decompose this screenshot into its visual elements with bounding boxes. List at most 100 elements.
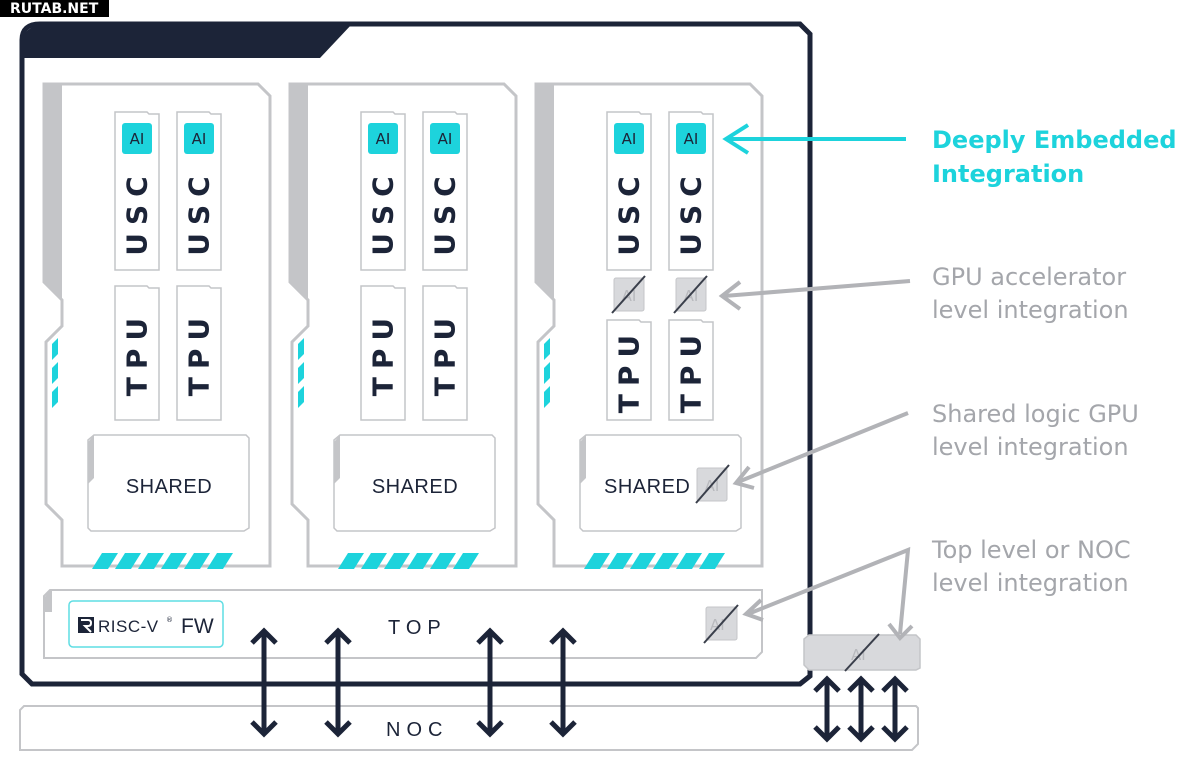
usc-label: USC xyxy=(367,168,400,255)
ai-core-enabled: AI xyxy=(184,123,214,154)
usc-label: USC xyxy=(675,168,708,255)
bidirectional-arrow-icon xyxy=(324,627,352,738)
annotation-gpu-accelerator: GPU accelerator level integration xyxy=(932,263,1129,324)
riscv-fw-box: RISC-V ® FW xyxy=(68,600,224,648)
tpu-block: TPU xyxy=(422,285,468,421)
shared-block: SHARED xyxy=(87,434,250,532)
cluster-stripe xyxy=(676,553,702,569)
riscv-registered-mark: ® xyxy=(166,616,173,624)
svg-text:AI: AI xyxy=(710,616,725,634)
cluster-stripe xyxy=(207,553,233,569)
tpu-block: TPU xyxy=(114,285,160,421)
shared-block: SHARED xyxy=(333,434,496,532)
usc-block: AI USC xyxy=(668,111,714,271)
cluster-stripe xyxy=(699,553,725,569)
usc-block: AI USC xyxy=(114,111,160,271)
annotation-shared-logic: Shared logic GPU level integration xyxy=(932,400,1139,461)
cluster-stripe xyxy=(544,338,550,360)
ai-accelerator-disabled: AI xyxy=(673,275,708,314)
fw-label: FW xyxy=(181,615,214,638)
top-bar: TOP RISC-V ® FW AI xyxy=(43,589,763,659)
usc-label: USC xyxy=(121,168,154,255)
tpu-label: TPU xyxy=(613,327,646,413)
riscv-text: RISC-V xyxy=(98,617,159,636)
ai-core-enabled: AI xyxy=(430,123,460,154)
cluster-stripe xyxy=(92,553,118,569)
shared-label: SHARED xyxy=(126,476,212,498)
noc-ai-disabled: AI xyxy=(803,633,921,672)
svg-text:AI: AI xyxy=(376,130,391,148)
cluster-stripe xyxy=(430,553,456,569)
bidirectional-arrow-icon xyxy=(476,627,504,738)
svg-text:AI: AI xyxy=(684,130,699,148)
arrow-gpu-accelerator xyxy=(718,279,911,311)
tpu-label: TPU xyxy=(183,310,216,396)
gpu-frame xyxy=(19,21,813,687)
top-ai-disabled: AI xyxy=(703,604,739,644)
cluster-stripe xyxy=(138,553,164,569)
annotation-arrows xyxy=(718,123,914,642)
tpu-block: TPU xyxy=(668,319,714,421)
shared-label: SHARED xyxy=(604,476,690,498)
svg-text:level integration: level integration xyxy=(932,296,1129,324)
cluster-stripe xyxy=(52,362,58,384)
usc-label: USC xyxy=(613,168,646,255)
bidirectional-arrow-icon xyxy=(847,675,875,743)
svg-text:AI: AI xyxy=(438,130,453,148)
arrow-deeply-embedded xyxy=(722,123,906,155)
riscv-logo-icon xyxy=(78,617,94,633)
tpu-block: TPU xyxy=(176,285,222,421)
ai-accelerator-disabled: AI xyxy=(611,275,646,314)
svg-text:AI: AI xyxy=(192,130,207,148)
cluster-stripe xyxy=(584,553,610,569)
cluster-stripe xyxy=(653,553,679,569)
usc-block: AI USC xyxy=(176,111,222,271)
svg-text:AI: AI xyxy=(684,287,699,305)
cluster-stripe xyxy=(298,386,304,408)
shader-cluster-1: AI USC AI USC TPU TPU SHARED xyxy=(42,82,272,569)
bidirectional-arrow-icon xyxy=(549,627,577,738)
watermark-text: RUTAB.NET xyxy=(10,1,99,17)
svg-text:Integration: Integration xyxy=(932,160,1084,188)
cluster-stripe xyxy=(161,553,187,569)
cluster-stripe xyxy=(298,362,304,384)
usc-block: AI USC xyxy=(606,111,652,271)
tpu-label: TPU xyxy=(121,310,154,396)
ai-core-enabled: AI xyxy=(368,123,398,154)
tpu-label: TPU xyxy=(367,310,400,396)
svg-text:AI: AI xyxy=(622,130,637,148)
svg-text:AI: AI xyxy=(622,287,637,305)
shader-cluster-3: AIUSCAIUSCAIAITPUTPUSHAREDAI xyxy=(534,82,764,569)
shared-label: SHARED xyxy=(372,476,458,498)
arrow-top-noc xyxy=(742,546,914,642)
svg-text:Top level or NOC: Top level or NOC xyxy=(931,536,1131,564)
ai-shared-disabled: AI xyxy=(695,464,730,504)
ai-core-enabled: AI xyxy=(122,123,152,154)
cluster-stripe xyxy=(453,553,479,569)
cluster-stripe xyxy=(544,362,550,384)
bidirectional-arrow-icon xyxy=(881,675,909,743)
cluster-stripe xyxy=(115,553,141,569)
cluster-stripe xyxy=(384,553,410,569)
cluster-stripe xyxy=(338,553,364,569)
svg-text:Shared logic GPU: Shared logic GPU xyxy=(932,400,1139,428)
cluster-stripe xyxy=(52,386,58,408)
tpu-block: TPU xyxy=(360,285,406,421)
tpu-label: TPU xyxy=(429,310,462,396)
noc-bar: NOC xyxy=(19,705,919,751)
noc-label: NOC xyxy=(386,719,448,741)
top-label: TOP xyxy=(388,617,447,639)
svg-text:AI: AI xyxy=(130,130,145,148)
ai-core-enabled: AI xyxy=(614,123,644,154)
cluster-stripe xyxy=(184,553,210,569)
watermark: RUTAB.NET xyxy=(0,0,109,17)
tpu-label: TPU xyxy=(675,327,708,413)
cluster-stripe xyxy=(52,338,58,360)
tpu-block: TPU xyxy=(606,319,652,421)
svg-text:Deeply Embedded: Deeply Embedded xyxy=(932,126,1177,154)
bidirectional-arrow-icon xyxy=(250,627,278,738)
usc-label: USC xyxy=(183,168,216,255)
